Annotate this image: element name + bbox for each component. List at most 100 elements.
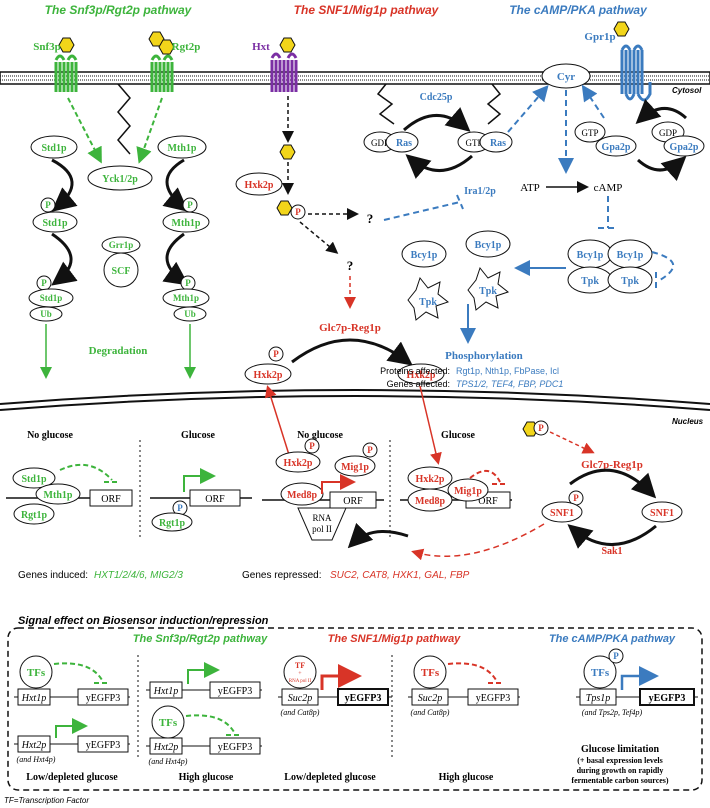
ras-inactivation-arrow bbox=[405, 154, 473, 179]
mth1p-node bbox=[157, 135, 207, 159]
std1p-ub-p-label: P bbox=[41, 278, 47, 288]
nucleus-snf1-no-glucose-label: No glucose bbox=[297, 430, 343, 441]
sensor5-rna-label: RNA pol II bbox=[289, 679, 312, 684]
sensor5-tf-label: TF bbox=[295, 661, 305, 670]
std1p-phosphorylated bbox=[32, 197, 78, 233]
sensor2-note: (and Hxt4p) bbox=[17, 755, 56, 764]
p-rgt1p-label: P bbox=[177, 503, 183, 513]
genes-affected-key: Genes affected: bbox=[387, 379, 450, 389]
tpk-active-2-label: Tpk bbox=[479, 286, 497, 297]
rgt2p-to-yck-arrow bbox=[136, 97, 163, 164]
mth1p-nucleus-node bbox=[35, 483, 81, 505]
med8p-repress-label: Med8p bbox=[415, 496, 445, 507]
caption-low-2: Low/depleted glucose bbox=[284, 772, 376, 783]
pka-bcy1p-left-label: Bcy1p bbox=[577, 250, 604, 261]
orf-box-1 bbox=[89, 489, 133, 507]
rgt1p-nucleus-2-label: Rgt1p bbox=[159, 518, 186, 529]
caption-high-2: High glucose bbox=[439, 772, 494, 783]
glucose-limitation-line1: (+ basal expression levels bbox=[577, 756, 663, 765]
degradation-label: Degradation bbox=[89, 345, 148, 357]
mig1p-repress-label: Mig1p bbox=[454, 486, 482, 497]
sensor4-promoter-label: Hxt2p bbox=[153, 742, 178, 753]
ras-left-node bbox=[385, 131, 419, 153]
sensor3-reporter-label: yEGFP3 bbox=[218, 686, 252, 697]
g6p-to-unknown-arrow-2 bbox=[299, 221, 339, 254]
bottom-camp-title: The cAMP/PKA pathway bbox=[549, 633, 676, 645]
glc7-reg1p-cytosol-label: Glc7p-Reg1p bbox=[319, 322, 381, 334]
genes-affected-value: TPS1/2, TEF4, FBP, PDC1 bbox=[456, 379, 563, 389]
gdp-gpa2p-right-label: GDP bbox=[659, 128, 677, 138]
sensor7-p-label: P bbox=[613, 651, 619, 661]
rgt2p-receptor-icon bbox=[150, 54, 174, 92]
orf-2-label: ORF bbox=[205, 494, 225, 505]
sensor7-tfs-label: TFs bbox=[591, 667, 610, 679]
genes-repressed-key: Genes repressed: bbox=[242, 570, 322, 581]
grr1p-label: Grr1p bbox=[109, 240, 134, 250]
gtp-ras-right-label: GTP bbox=[465, 138, 482, 148]
hxt-transporter-icon bbox=[270, 52, 298, 92]
rna-label: RNA bbox=[312, 513, 332, 523]
sensor4-reporter-label: yEGFP3 bbox=[218, 742, 252, 753]
bottom-panel-box bbox=[7, 627, 703, 791]
caption-low-1: Low/depleted glucose bbox=[26, 772, 118, 783]
snf3p-to-yck-arrow bbox=[67, 97, 102, 164]
sensor6-promoter-label: Suc2p bbox=[418, 693, 442, 704]
sensor7-reporter-label: yEGFP3 bbox=[649, 693, 686, 704]
tpk-active-1-label: Tpk bbox=[419, 297, 437, 308]
gtp-gpa2p-left-node bbox=[574, 121, 606, 143]
sensor1-reporter bbox=[77, 688, 129, 706]
med8p-nucleus-label: Med8p bbox=[287, 490, 317, 501]
snf3p-receptor-icon bbox=[54, 54, 78, 92]
yck-membrane-anchor bbox=[117, 83, 131, 155]
scf-label: SCF bbox=[112, 266, 131, 277]
yck-label: Yck1/2p bbox=[102, 174, 138, 185]
atp-label: ATP bbox=[520, 182, 540, 194]
gpa2p-left-node bbox=[595, 135, 637, 157]
activation-arrow-3 bbox=[321, 474, 356, 494]
glucose-hexagon-icons bbox=[58, 21, 630, 437]
hxk2p-label: Hxk2p bbox=[407, 370, 436, 381]
mth1p-3-label: Mth1p bbox=[173, 293, 199, 303]
unknown-2-label: ? bbox=[347, 258, 354, 273]
bottom-panel-title: Signal effect on Biosensor induction/rep… bbox=[18, 615, 269, 627]
sensor4-promoter bbox=[149, 737, 183, 755]
nucleus-label: Nucleus bbox=[672, 417, 704, 426]
title-snf1-pathway: The SNF1/Mig1p pathway bbox=[294, 3, 440, 17]
mth1p-ubiquitinated bbox=[162, 275, 210, 322]
hxk2p-nucleus-label: Hxk2p bbox=[284, 458, 313, 469]
sensor3-reporter bbox=[209, 681, 261, 699]
rgt1p-nucleus-1-label: Rgt1p bbox=[21, 510, 48, 521]
sensor2-promoter bbox=[17, 735, 51, 753]
footnote: TF=Transcription Factor bbox=[4, 796, 89, 805]
glucose-limitation-line2: during growth on rapidly bbox=[577, 766, 664, 775]
nuclear-glucose-p-label: P bbox=[538, 423, 544, 433]
sensor5-note: (and Cat8p) bbox=[281, 708, 320, 717]
snf1-to-repressed-arrow bbox=[411, 523, 545, 561]
nucleus-snf1-glucose-label: Glucose bbox=[441, 430, 475, 441]
ira-label: Ira1/2p bbox=[464, 186, 496, 197]
hxk2p-phosphorylated-label: Hxk2p bbox=[254, 370, 283, 381]
mth1p-phosphorylation-arrow bbox=[162, 158, 189, 212]
ras-left-label: Ras bbox=[396, 138, 412, 149]
snf1-dephosphorylation-arrow bbox=[569, 468, 657, 499]
orf-box-2 bbox=[189, 489, 241, 507]
ras-membrane-anchor-2 bbox=[486, 83, 502, 125]
sensor7-activation bbox=[620, 666, 659, 690]
sensor6-tfs-label: TFs bbox=[421, 667, 440, 679]
std1p-phosphorylation-arrow bbox=[51, 158, 78, 212]
pol-ii-label: pol II bbox=[312, 524, 332, 534]
mig1p-repress-node bbox=[447, 478, 489, 502]
hxk2p-cytosol-node bbox=[235, 172, 283, 196]
hxk2p-repress-label: Hxk2p bbox=[416, 474, 445, 485]
sensor4-repression bbox=[185, 714, 242, 736]
sensor6-reporter-label: yEGFP3 bbox=[476, 693, 510, 704]
snf1-phosphorylated-label: SNF1 bbox=[550, 508, 574, 519]
rgt1p-nucleus-2-node bbox=[151, 512, 193, 532]
mig1p-nucleus-label: Mig1p bbox=[341, 462, 369, 473]
tpk-active-2-node bbox=[467, 266, 510, 311]
med8p-repress-node bbox=[407, 488, 453, 512]
camp-to-bcy1p-inhibition bbox=[598, 196, 618, 229]
pka-tpk-right-label: Tpk bbox=[621, 276, 639, 287]
sensor6-tfs-node bbox=[413, 655, 447, 689]
